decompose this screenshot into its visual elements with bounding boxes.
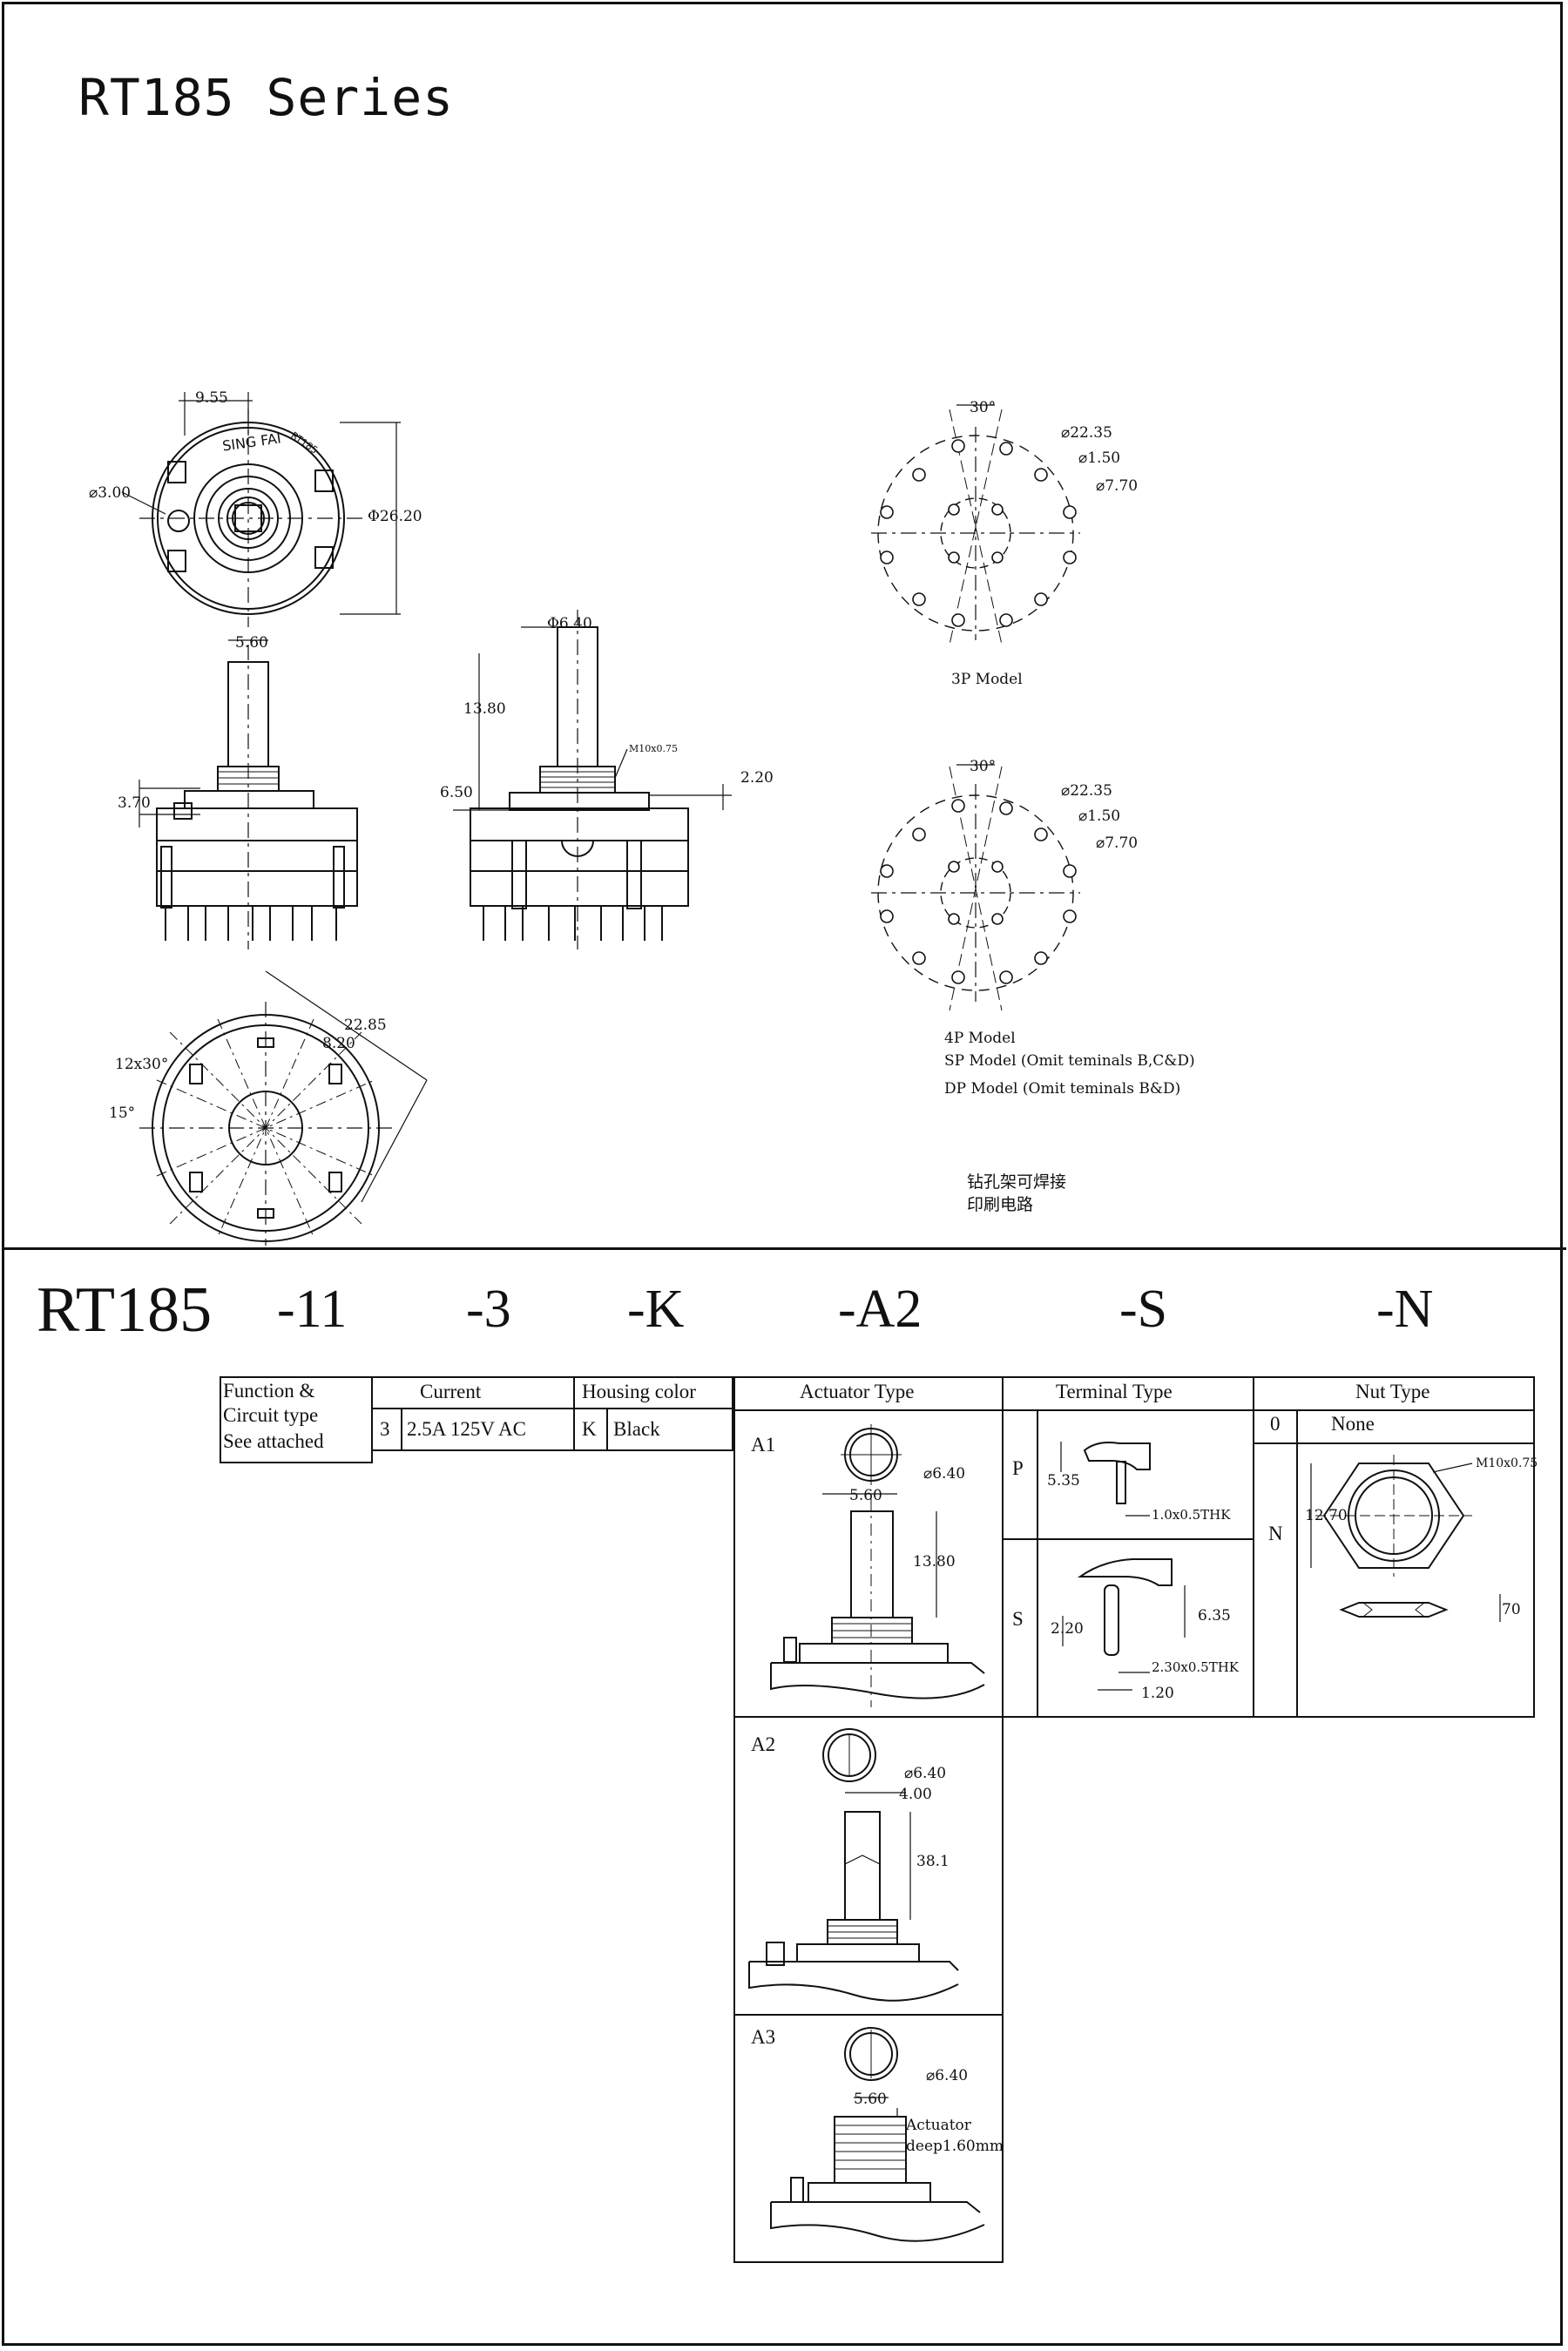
a3-dim-d6-40: ⌀6.40 xyxy=(926,2067,969,2084)
a2-dim-4-00: 4.00 xyxy=(899,1786,932,1803)
housing-value: Black xyxy=(613,1418,660,1440)
actuator-header: Actuator Type xyxy=(800,1381,915,1402)
a1-dim-13-80: 13.80 xyxy=(913,1553,956,1571)
s-dim-1-20: 1.20 xyxy=(1141,1685,1174,1702)
a2-dim-38-1: 38.1 xyxy=(916,1853,950,1870)
angle-12x30: 12x30° xyxy=(115,1056,169,1073)
dim-9-55: 9.55 xyxy=(195,389,228,407)
label-dp-model: DP Model (Omit teminals B&D) xyxy=(944,1080,1181,1098)
dim-d22-35-3p: ⌀22.35 xyxy=(1061,424,1112,442)
dim-8-20: 8.20 xyxy=(322,1035,355,1052)
note-chinese-2: 印刷电路 xyxy=(967,1195,1034,1214)
nut-0-value: None xyxy=(1331,1413,1375,1435)
dim-22-85: 22.85 xyxy=(344,1017,387,1034)
nut-header: Nut Type xyxy=(1355,1381,1430,1402)
label-3p-model: 3P Model xyxy=(951,671,1023,688)
angle-30-4p: 30° xyxy=(970,758,997,775)
a2-dim-d6-40: ⌀6.40 xyxy=(904,1765,947,1782)
terminal-s-label: S xyxy=(1012,1608,1024,1630)
s-dim-thk: 2.30x0.5THK xyxy=(1152,1659,1240,1675)
terminal-code-col xyxy=(1002,1409,1038,1718)
nut-dim-m10: M10x0.75 xyxy=(1476,1456,1538,1470)
order-code-current: -3 xyxy=(466,1280,511,1339)
housing-code-cell xyxy=(573,1408,608,1451)
current-code: 3 xyxy=(380,1418,390,1440)
angle-15: 15° xyxy=(109,1105,136,1122)
actuator-a3-cell xyxy=(733,2014,1004,2263)
technical-drawings xyxy=(121,392,1080,1246)
current-code-cell xyxy=(371,1408,402,1451)
a1-dim-d6-40: ⌀6.40 xyxy=(923,1465,966,1483)
nut-n-cell xyxy=(1253,1442,1535,1718)
terminal-header: Terminal Type xyxy=(1056,1381,1173,1402)
dim-6-50: 6.50 xyxy=(440,784,473,801)
terminal-p-drawing xyxy=(1060,1442,1151,1517)
note-chinese-1: 钻孔架可焊接 xyxy=(967,1172,1067,1192)
dim-d22-35-4p: ⌀22.35 xyxy=(1061,782,1112,800)
dim-d3-00: ⌀3.00 xyxy=(89,484,132,502)
bottom-view-drawing xyxy=(139,970,428,1246)
page-title: RT185 Series xyxy=(78,68,455,127)
dim-d7-70-4p: ⌀7.70 xyxy=(1096,834,1139,852)
actuator-a3-drawing xyxy=(770,2027,985,2242)
dim-d26-20: Φ26.20 xyxy=(368,508,422,525)
dim-2-20: 2.20 xyxy=(740,769,774,787)
actuator-a2-label: A2 xyxy=(751,1733,776,1755)
nut-drawing xyxy=(1310,1455,1501,1622)
dim-3-70: 3.70 xyxy=(118,794,151,812)
order-code-terminal: -S xyxy=(1119,1280,1168,1339)
function-label-3: See attached xyxy=(223,1430,324,1452)
order-code-actuator: -A2 xyxy=(838,1280,923,1339)
order-code-housing: -K xyxy=(627,1280,685,1339)
a3-actuator-label: Actuator xyxy=(906,2117,971,2134)
order-code-model: RT185 xyxy=(37,1274,213,1346)
dim-d1-50-4p: ⌀1.50 xyxy=(1078,807,1121,825)
p-dim-5-35: 5.35 xyxy=(1047,1472,1080,1490)
angle-30-3p: 30° xyxy=(970,399,997,416)
s-dim-2-20: 2.20 xyxy=(1051,1620,1084,1638)
actuator-a3-label: A3 xyxy=(751,2026,776,2048)
housing-header: Housing color xyxy=(582,1381,696,1402)
nut-dim-12-70: 12.70 xyxy=(1305,1507,1348,1524)
dim-m10: M10x0.75 xyxy=(629,743,678,754)
actuator-a1-drawing xyxy=(770,1424,985,1707)
side-view-right-drawing xyxy=(453,610,732,949)
label-sp-model: SP Model (Omit teminals B,C&D) xyxy=(944,1052,1195,1070)
function-label-2: Circuit type xyxy=(223,1404,319,1426)
dim-5-60: 5.60 xyxy=(235,634,268,652)
dim-d6-40: Φ6.40 xyxy=(547,615,592,632)
terminal-s-drawing xyxy=(1062,1558,1186,1691)
housing-code: K xyxy=(582,1418,597,1440)
section-divider xyxy=(2,1247,1566,1250)
a1-dim-5-60: 5.60 xyxy=(849,1487,882,1504)
nut-n-label: N xyxy=(1268,1523,1283,1544)
actuator-a2-drawing xyxy=(748,1728,959,2002)
nut-0-code: 0 xyxy=(1270,1413,1281,1435)
dim-13-80: 13.80 xyxy=(463,700,506,718)
actuator-a1-label: A1 xyxy=(751,1434,776,1456)
a3-dim-5-60: 5.60 xyxy=(854,2091,887,2108)
current-value: 2.5A 125V AC xyxy=(407,1418,526,1440)
s-dim-6-35: 6.35 xyxy=(1198,1607,1231,1625)
terminal-p-label: P xyxy=(1012,1457,1024,1479)
nut-dim-70: 70 xyxy=(1502,1601,1521,1618)
a3-actuator-depth: deep1.60mm xyxy=(906,2138,1004,2155)
dim-d1-50-3p: ⌀1.50 xyxy=(1078,449,1121,467)
order-code-function: -11 xyxy=(277,1280,348,1339)
p-dim-thk: 1.0x0.5THK xyxy=(1152,1507,1231,1523)
function-label-1: Function & xyxy=(223,1380,315,1402)
order-code-nut: -N xyxy=(1376,1280,1434,1339)
current-header: Current xyxy=(420,1381,482,1402)
dim-d7-70-3p: ⌀7.70 xyxy=(1096,477,1139,495)
side-view-left-drawing xyxy=(139,639,358,949)
top-view-drawing xyxy=(121,392,401,627)
label-4p-model: 4P Model xyxy=(944,1030,1016,1047)
